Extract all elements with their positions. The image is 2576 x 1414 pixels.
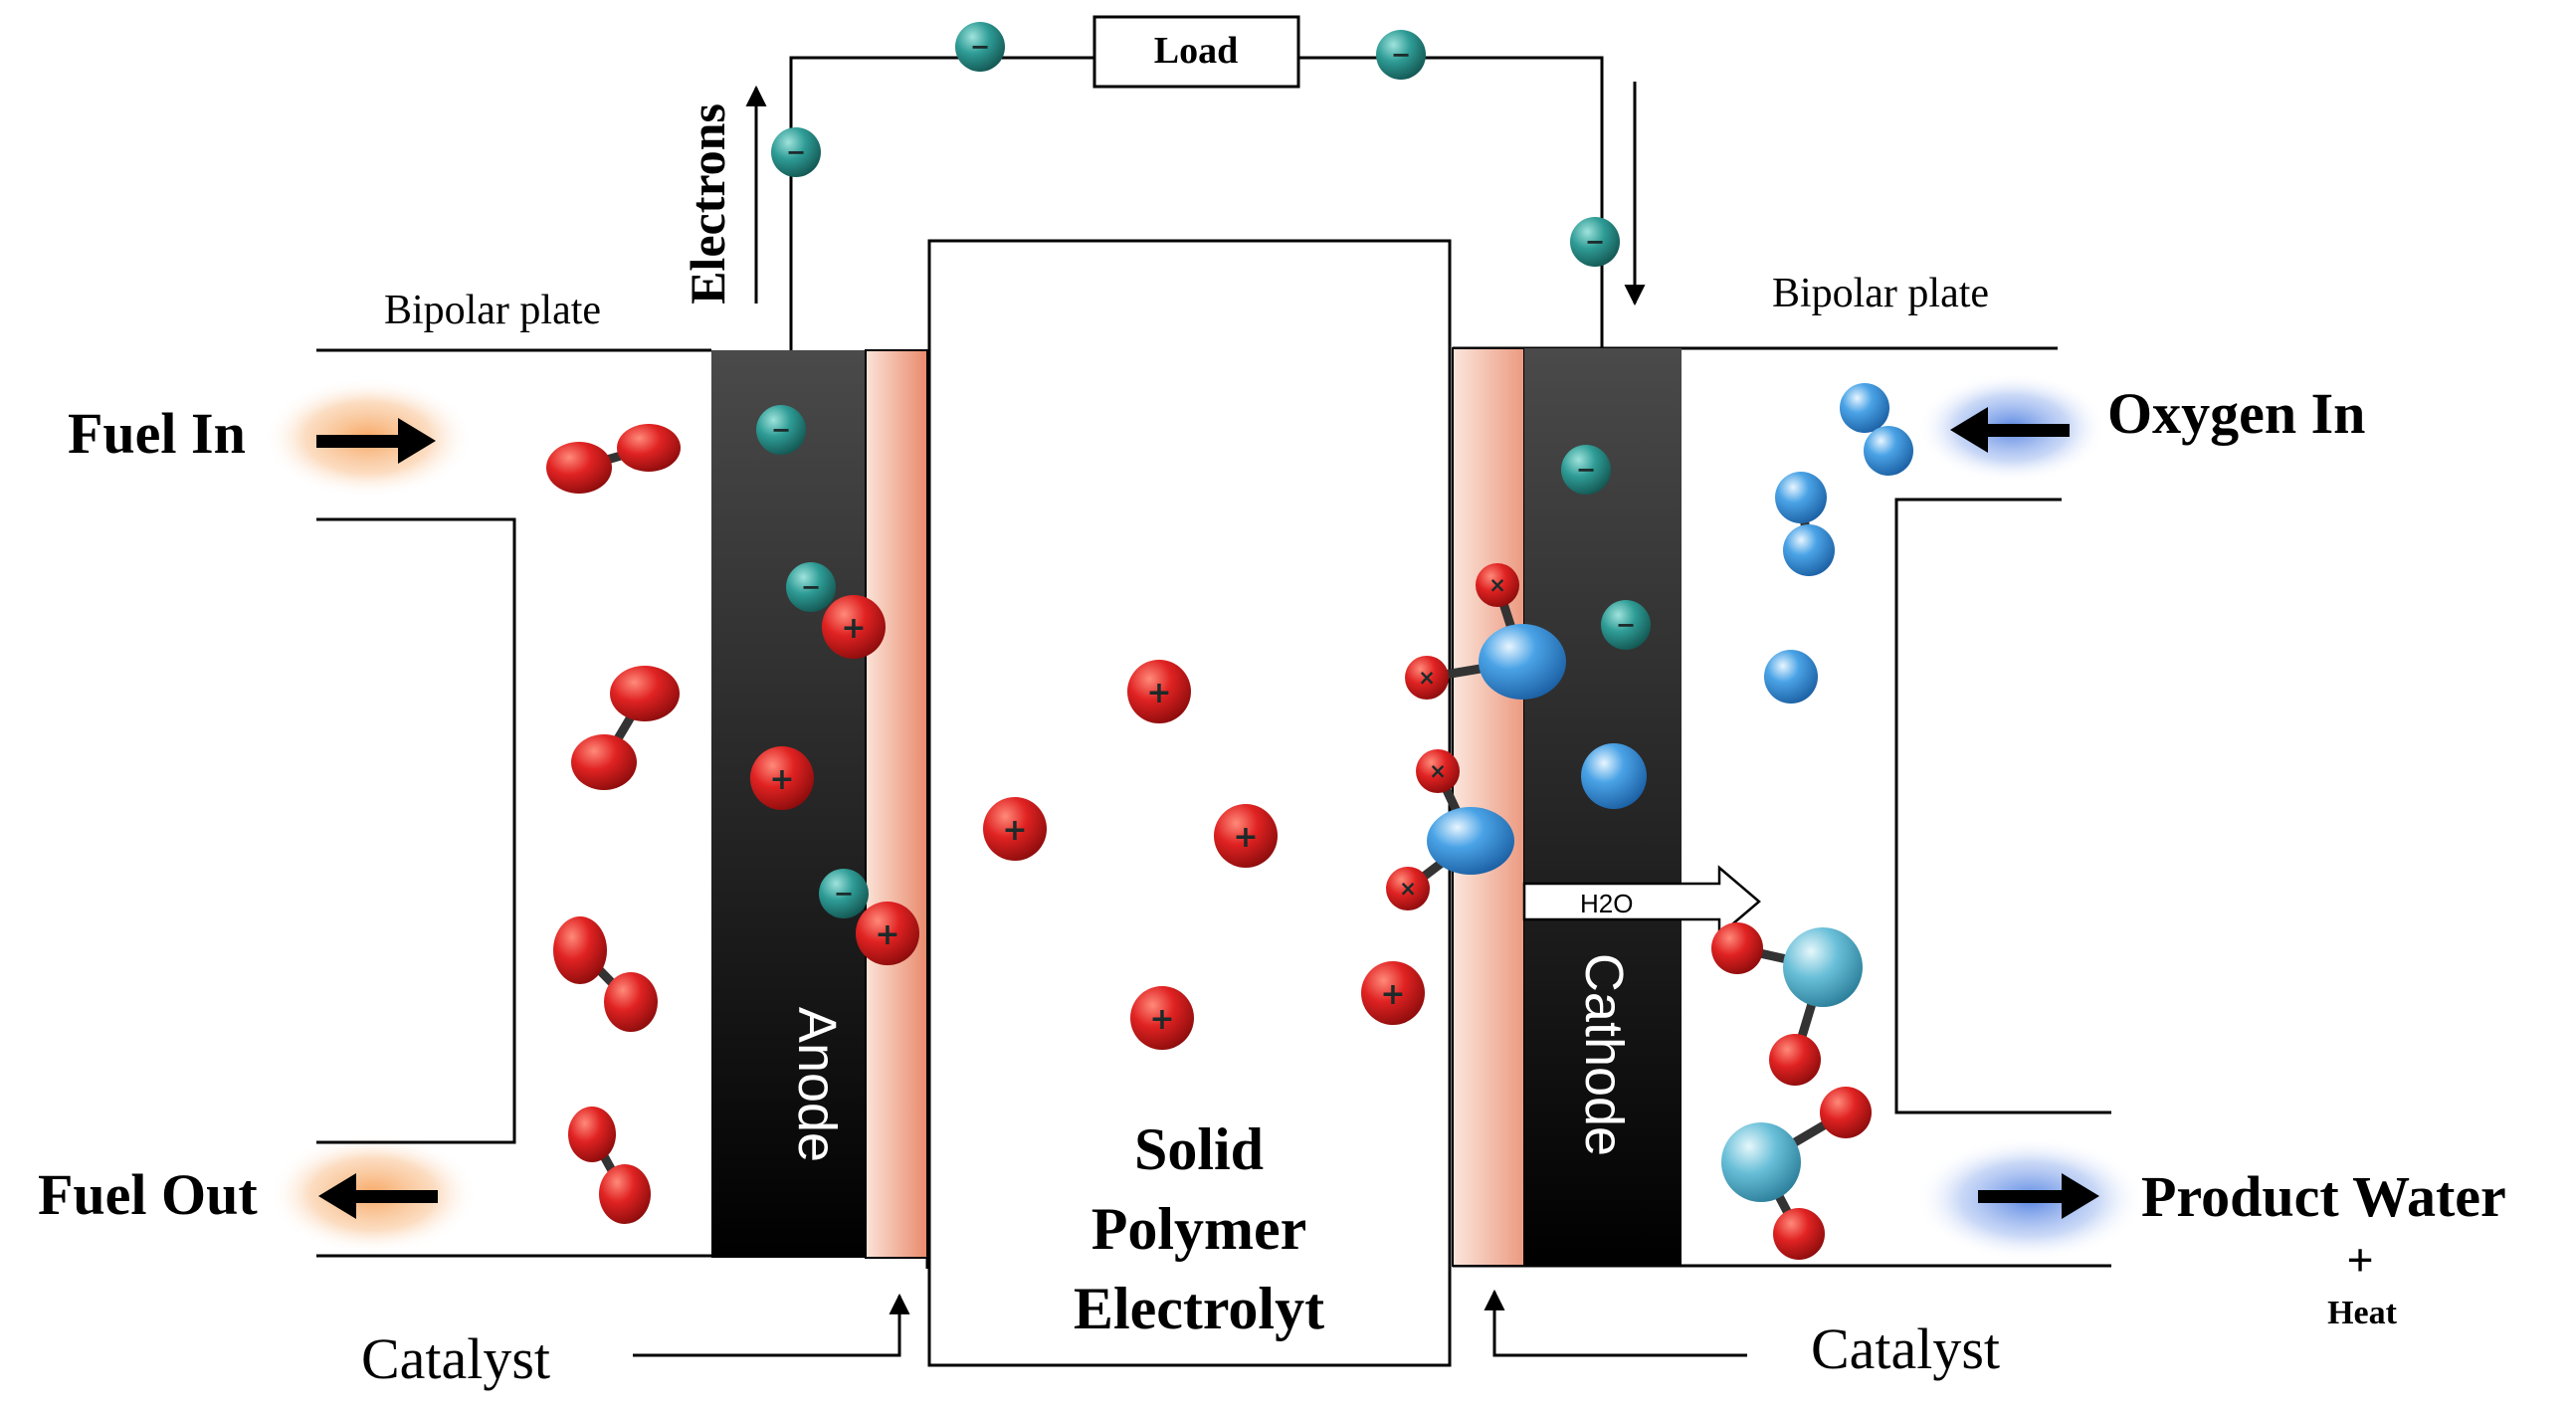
oxygen-atom: [1764, 650, 1818, 704]
product-water-arrow: [1978, 1173, 2099, 1219]
particles: −−−−−−−−−++++++++××××: [546, 22, 1913, 1260]
load-label: Load: [1154, 30, 1238, 72]
water-hydrogen-atom: [1416, 749, 1460, 793]
hydrogen-atom: [568, 1107, 616, 1162]
electron-sign: −: [1576, 456, 1596, 484]
anode-label: Anode: [787, 1007, 847, 1162]
bipolar-plate-left-label: Bipolar plate: [384, 288, 601, 333]
hydrogen-atom: [604, 972, 658, 1032]
electron: [1376, 30, 1426, 80]
heat-label: Heat: [2327, 1295, 2398, 1331]
proton: [750, 746, 814, 810]
catalyst-right-arrow: [1484, 1289, 1747, 1357]
water-hydrogen-atom: [1386, 867, 1430, 910]
product-water-hydrogen: [1820, 1087, 1872, 1138]
proton-sign: +: [1002, 813, 1027, 848]
electron: [756, 405, 806, 455]
hydrogen-atom: [617, 424, 681, 472]
water-hydrogen-atom-sign: ×: [1399, 877, 1417, 901]
proton: [1127, 660, 1191, 723]
oxygen-in-label: Oxygen In: [2107, 381, 2365, 446]
electrolyte-label-line2: Polymer: [1091, 1196, 1307, 1262]
oxygen-atom: [1840, 383, 1889, 433]
electron-sign: −: [834, 880, 854, 908]
electrolyte-label-line3: Electrolyt: [1074, 1276, 1324, 1341]
product-water-oxygen: [1783, 927, 1863, 1007]
hydrogen-atom: [553, 916, 607, 984]
catalyst-left-label: Catalyst: [361, 1326, 550, 1391]
product-water-hydrogen: [1773, 1208, 1825, 1260]
hydrogen-atom: [599, 1164, 651, 1224]
fuel-in-label: Fuel In: [68, 401, 246, 466]
proton-sign: +: [1149, 1002, 1174, 1037]
load-box: [1092, 15, 1300, 89]
h2o-arrow: H2O: [1522, 865, 1761, 938]
bipolar-plate-right-label: Bipolar plate: [1772, 271, 1989, 316]
proton: [983, 797, 1047, 861]
electron-sign: −: [970, 33, 990, 61]
electron-sign: −: [1391, 41, 1411, 69]
oxygen-in-arrow: [1950, 407, 2070, 453]
water-hydrogen-atom-sign: ×: [1488, 573, 1506, 597]
oxygen-atom: [1864, 426, 1913, 476]
product-water-oxygen: [1721, 1122, 1801, 1202]
proton-sign: +: [1233, 820, 1258, 855]
electron-sign: −: [1616, 611, 1636, 639]
proton-sign: +: [1380, 977, 1405, 1012]
proton: [1130, 986, 1194, 1050]
electron: [786, 562, 836, 612]
proton-sign: +: [875, 917, 899, 952]
proton-sign: +: [1146, 676, 1171, 710]
proton: [1361, 961, 1425, 1025]
anode-catalyst-layer: [865, 349, 928, 1259]
cathode-catalyst-layer: [1452, 347, 1525, 1267]
oxygen-atom: [1775, 472, 1827, 523]
cathode-label: Cathode: [1574, 953, 1634, 1156]
catalyst-right-label: Catalyst: [1811, 1316, 2000, 1381]
water-oxygen-atom: [1427, 807, 1514, 875]
electron-sign: −: [1585, 228, 1605, 256]
proton: [822, 595, 886, 659]
fuel-out-label: Fuel Out: [38, 1162, 258, 1227]
proton: [856, 902, 919, 965]
proton-sign: +: [841, 611, 866, 646]
water-hydrogen-atom-sign: ×: [1429, 759, 1447, 783]
electron: [1601, 600, 1651, 650]
electron: [1570, 217, 1620, 267]
water-hydrogen-atom: [1405, 656, 1449, 700]
product-water-hydrogen: [1769, 1034, 1821, 1086]
h2o-label: H2O: [1580, 889, 1633, 918]
proton: [1214, 804, 1278, 868]
electron: [819, 869, 869, 918]
electron: [955, 22, 1005, 72]
hydrogen-atom: [610, 666, 680, 721]
oxygen-atom: [1783, 524, 1835, 576]
electrolyte-label-line1: Solid: [1134, 1116, 1264, 1182]
water-hydrogen-atom: [1476, 563, 1519, 607]
plus-sign: +: [2346, 1234, 2373, 1287]
electron: [1561, 445, 1611, 495]
proton-sign: +: [769, 762, 794, 797]
water-hydrogen-atom-sign: ×: [1418, 666, 1436, 690]
product-water-hydrogen: [1711, 922, 1763, 974]
electrons-label: Electrons: [680, 103, 735, 304]
electron: [771, 127, 821, 177]
hydrogen-atom: [571, 734, 637, 790]
fuel-in-arrow: [316, 418, 436, 464]
electron-sign: −: [786, 138, 806, 166]
water-oxygen-atom: [1479, 624, 1566, 700]
catalyst-left-arrow: [633, 1293, 910, 1357]
fuel-out-arrow: [318, 1173, 438, 1219]
product-water-label: Product Water: [2141, 1164, 2506, 1229]
electron-sign: −: [801, 573, 821, 601]
electron-sign: −: [771, 416, 791, 444]
oxygen-atom: [1581, 743, 1647, 809]
hydrogen-atom: [546, 442, 612, 494]
